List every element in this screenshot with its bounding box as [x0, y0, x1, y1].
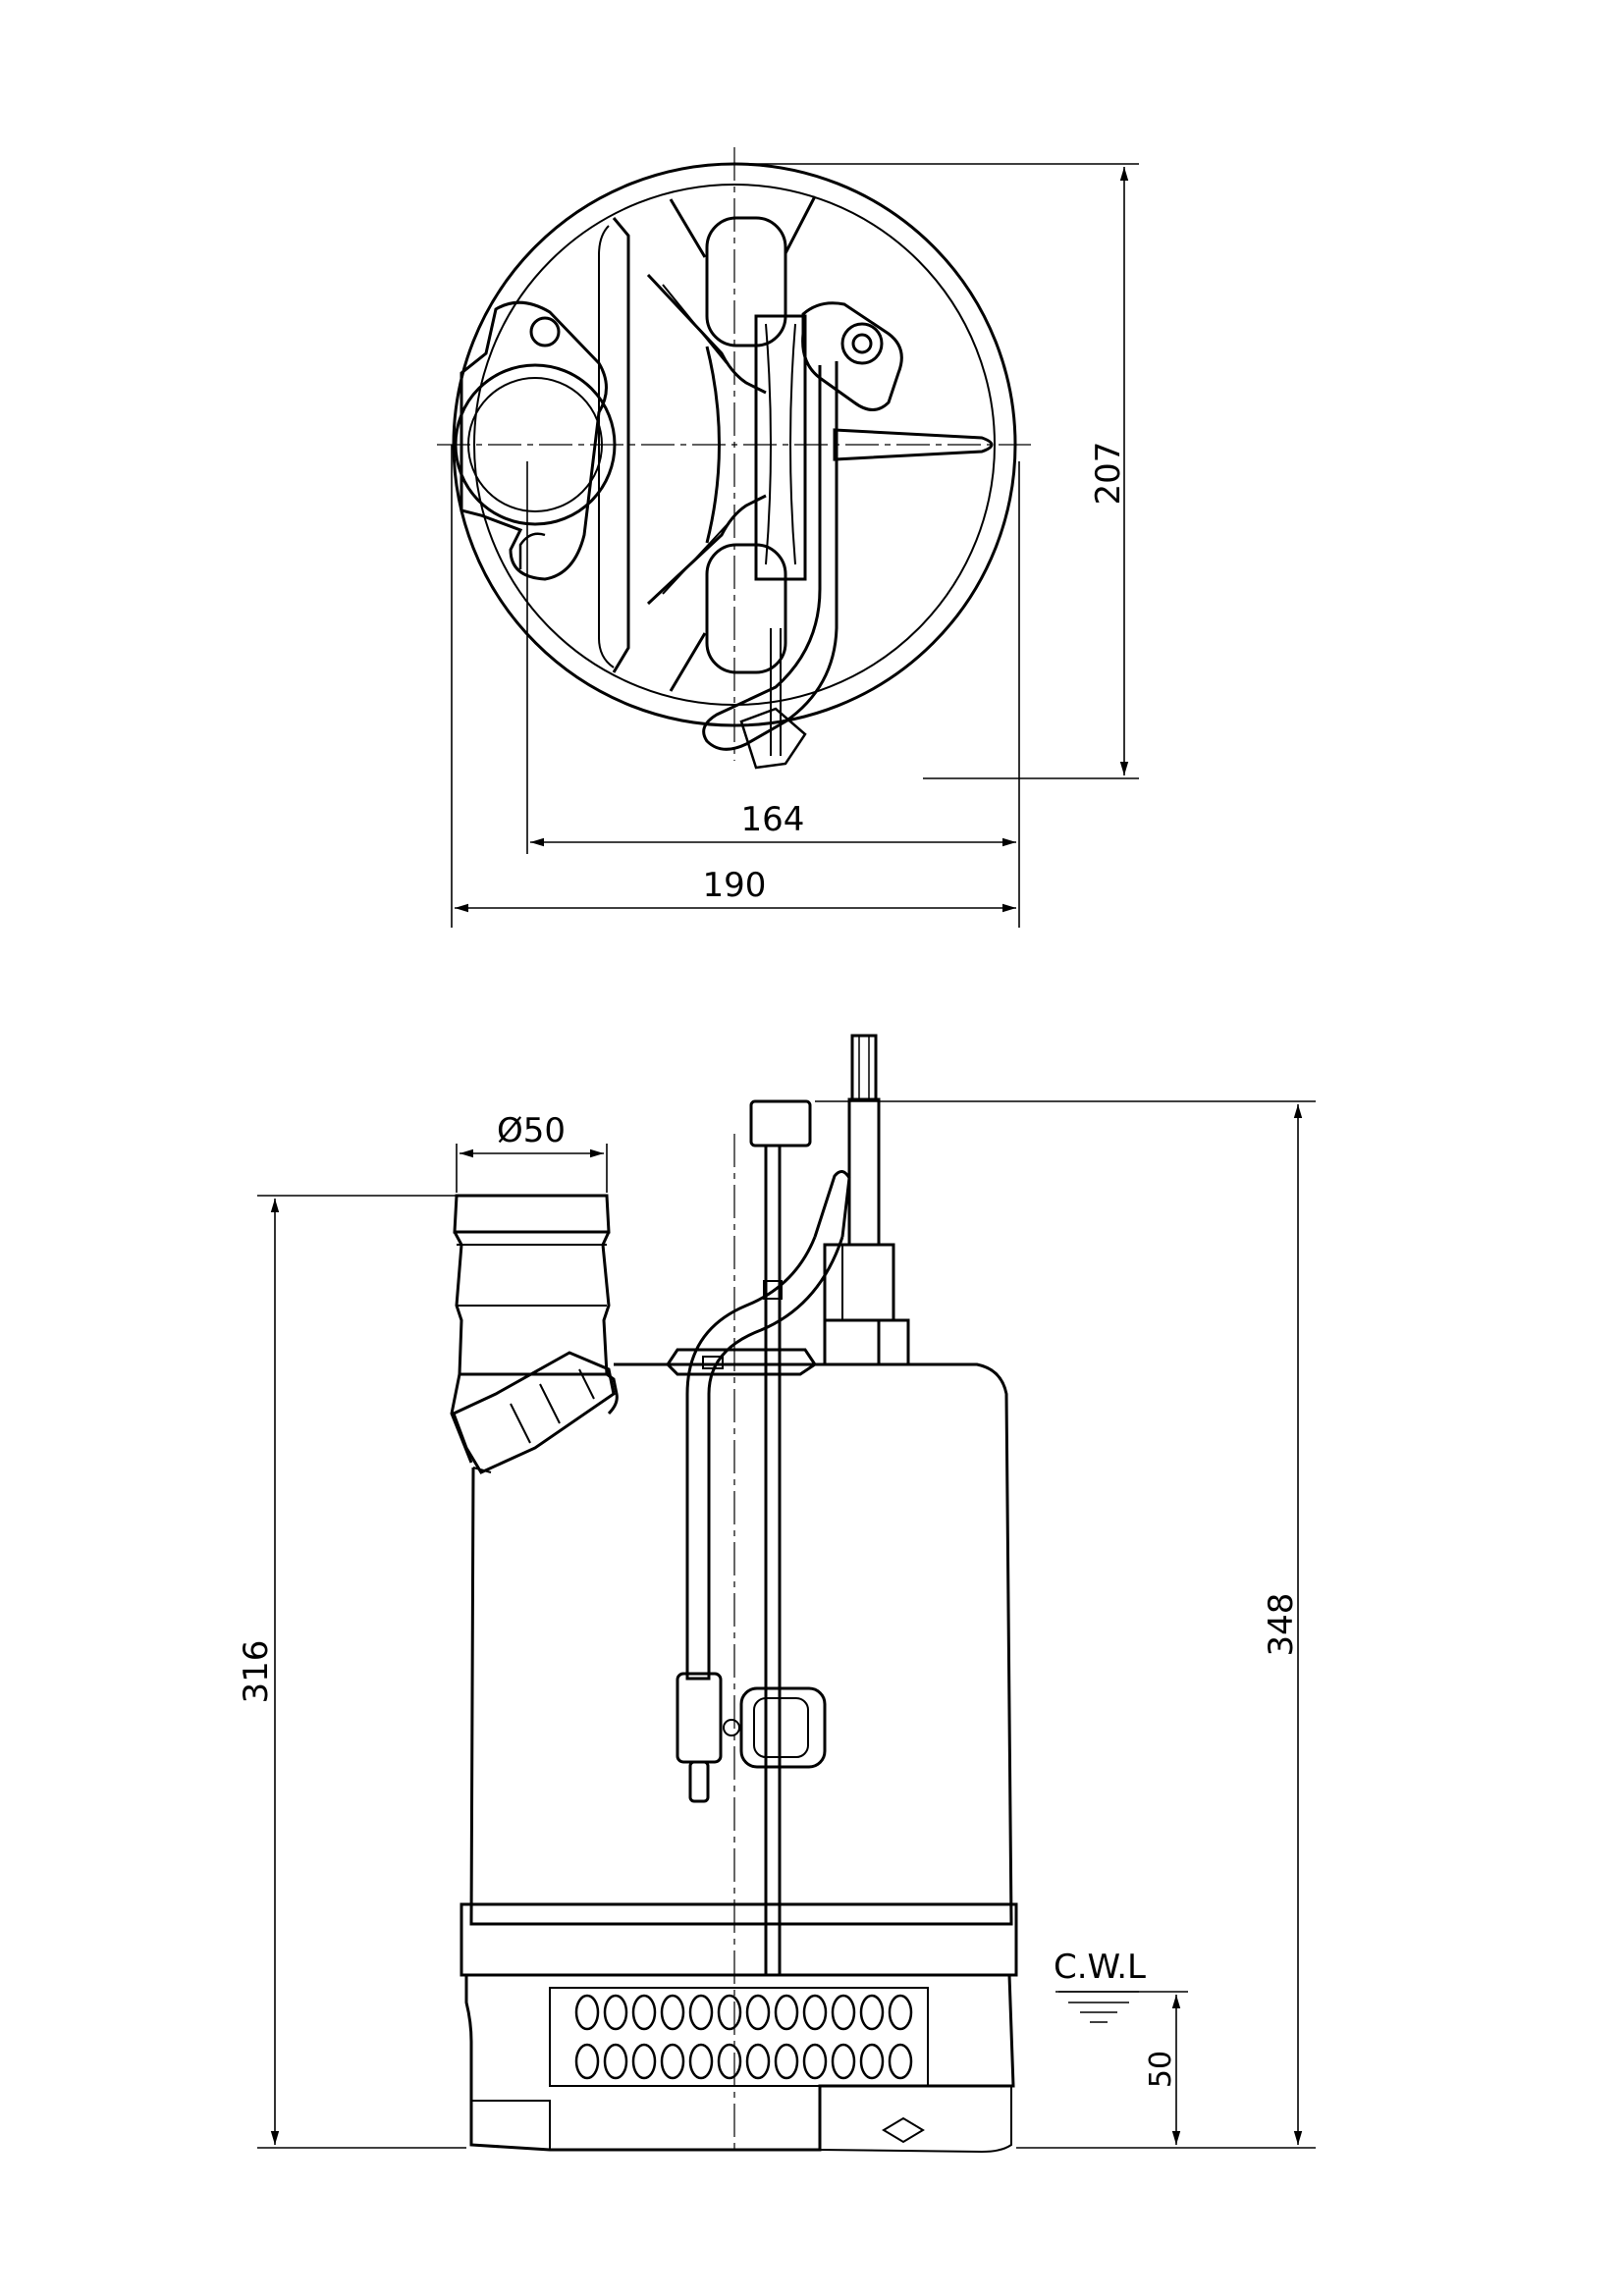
- side-float-cable-end: [813, 1170, 851, 1238]
- side-body-left-inner: [472, 1467, 492, 1473]
- strainer-slot: [603, 2043, 628, 2080]
- strainer-slot: [831, 2043, 856, 2080]
- strainer-slot: [831, 1994, 856, 2031]
- side-float-switch: [676, 1672, 723, 1764]
- dim-cwl-50-label: 50: [1144, 2051, 1178, 2088]
- side-float-switch-tip: [688, 1760, 710, 1803]
- strainer-slot: [603, 1994, 628, 2031]
- side-top-cap: [666, 1348, 818, 1376]
- dim-190-label: 190: [703, 866, 767, 905]
- strainer-slot: [631, 1994, 657, 2031]
- top-cable-gland: [801, 301, 903, 411]
- strainer-slot: [888, 2043, 913, 2080]
- side-view-dimensions: [257, 1100, 1316, 2149]
- side-outlet-nut-line-1: [510, 1403, 531, 1444]
- side-cable-gland-box-1: [823, 1318, 881, 1366]
- strainer-slot: [802, 2043, 828, 2080]
- top-view: [437, 147, 1031, 770]
- strainer-slot: [688, 1994, 714, 2031]
- top-handle-bar-inner: [765, 323, 796, 565]
- top-pocket-upper: [705, 216, 787, 347]
- strainer-slot: [717, 1994, 742, 2031]
- strainer-slot: [717, 2043, 742, 2080]
- side-base-foot-left: [471, 2100, 551, 2150]
- top-pocket-lower: [705, 543, 787, 674]
- strainer-slot: [660, 1994, 685, 2031]
- strainer-slot: [888, 1994, 913, 2031]
- strainer-slot: [631, 2043, 657, 2080]
- side-strainer-slots: [574, 1994, 913, 2080]
- side-cable-stub: [850, 1034, 878, 1101]
- side-base-notch: [882, 2116, 925, 2144]
- side-outlet-pipe-top: [453, 1194, 611, 1234]
- side-outlet-nut-line-2: [539, 1383, 561, 1424]
- top-outlet-bolt-upper: [529, 316, 561, 347]
- top-outlet-pipe-outer: [454, 363, 617, 526]
- top-outlet-bolt-lower: [518, 532, 546, 569]
- strainer-slot: [774, 2043, 799, 2080]
- top-outlet-flange: [460, 300, 608, 581]
- top-y-rib: [646, 273, 767, 606]
- strainer-slot: [802, 1994, 828, 2031]
- top-inner-frame-left: [598, 225, 615, 668]
- side-main-body: [469, 1362, 1013, 1926]
- side-band: [460, 1902, 1018, 1977]
- strainer-slot: [660, 2043, 685, 2080]
- strainer-slot: [859, 2043, 885, 2080]
- cwl-label: C.W.L: [1054, 1948, 1146, 1987]
- side-float-holder: [739, 1686, 827, 1769]
- strainer-slot: [574, 1994, 600, 2031]
- side-view: [450, 1034, 1018, 2154]
- dim-d50-label: Ø50: [497, 1111, 566, 1150]
- strainer-slot: [574, 2043, 600, 2080]
- top-cable-gland-ring: [840, 322, 884, 365]
- top-view-dimensions: [451, 163, 1139, 928]
- top-spoke-1: [669, 198, 707, 258]
- strainer-slot: [745, 2043, 771, 2080]
- side-float-holder-inner: [753, 1697, 809, 1758]
- side-float-rod: [764, 1144, 782, 1977]
- side-rod-guide: [763, 1280, 783, 1300]
- side-outlet-pipe: [453, 1231, 611, 1376]
- dim-348-label: 348: [1262, 1593, 1301, 1657]
- strainer-slot: [688, 2043, 714, 2080]
- strainer-slot: [745, 1994, 771, 2031]
- dim-316-label: 316: [237, 1640, 276, 1704]
- top-cable-gland-hub: [851, 333, 873, 354]
- dim-207-label: 207: [1089, 442, 1128, 506]
- top-cable: [702, 361, 839, 751]
- side-base-foot-right: [819, 2085, 1012, 2154]
- top-inner-frame: [612, 217, 630, 673]
- top-y-rib-inner: [662, 284, 728, 595]
- side-float-rod-cap: [749, 1099, 812, 1148]
- side-float-switch-pin: [723, 1719, 740, 1736]
- strainer-slot: [774, 1994, 799, 2031]
- top-spoke-3: [669, 632, 707, 692]
- dim-164-label: 164: [741, 800, 805, 839]
- side-float-cable: [685, 1236, 844, 1681]
- top-probe: [833, 428, 994, 461]
- side-outlet-nut: [452, 1351, 616, 1474]
- side-outlet-nut-line-3: [578, 1368, 595, 1400]
- top-outlet-pipe-inner: [467, 377, 603, 512]
- strainer-slot: [859, 1994, 885, 2031]
- side-cable-gland-box-2: [877, 1318, 910, 1366]
- side-strainer-panel: [549, 1987, 929, 2087]
- side-cable-neck: [847, 1097, 881, 1247]
- top-spoke-2: [784, 195, 817, 254]
- side-strainer-base: [464, 1974, 1015, 2152]
- top-handle-bar: [754, 314, 807, 581]
